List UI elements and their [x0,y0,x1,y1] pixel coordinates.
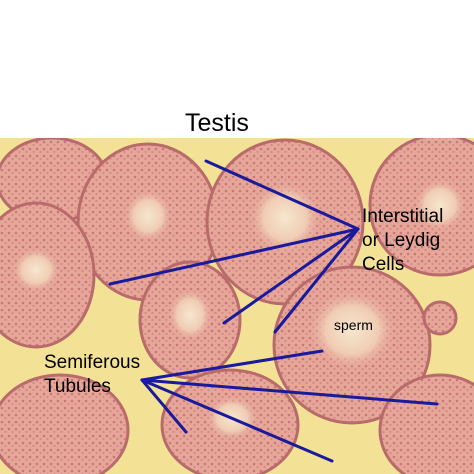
pointer-line-interstitial [222,227,360,325]
tubule-lumen [124,190,172,242]
tubule-lumen [168,289,212,341]
pointer-line-semiferous [140,349,324,382]
pointer-line-semiferous [140,378,188,434]
tubule-lumen [12,248,60,292]
label-semiferous-line2: Tubules [44,376,111,397]
pointer-line-semiferous [140,378,334,463]
tubule [378,373,474,474]
label-interstitial-line2: or Leydig [362,230,440,251]
tubule-lumen [308,290,396,370]
tubule [0,373,130,474]
tubule-lumen [249,182,321,254]
tubule [422,300,458,336]
label-interstitial-line1: Interstitial [362,206,443,227]
pointer-line-interstitial [204,159,360,231]
label-sperm: sperm [334,317,373,333]
label-interstitial-line3: Cells [362,254,404,275]
tubule-lumen [414,179,466,231]
pointer-line-interstitial [273,227,360,334]
label-semiferous-line1: Semiferous [44,352,140,373]
pointer-line-interstitial [108,227,360,286]
tubule-cross-sections [0,138,474,474]
pointer-lines [108,159,439,463]
pointer-line-semiferous [140,378,439,406]
diagram-title: Testis [185,109,249,137]
